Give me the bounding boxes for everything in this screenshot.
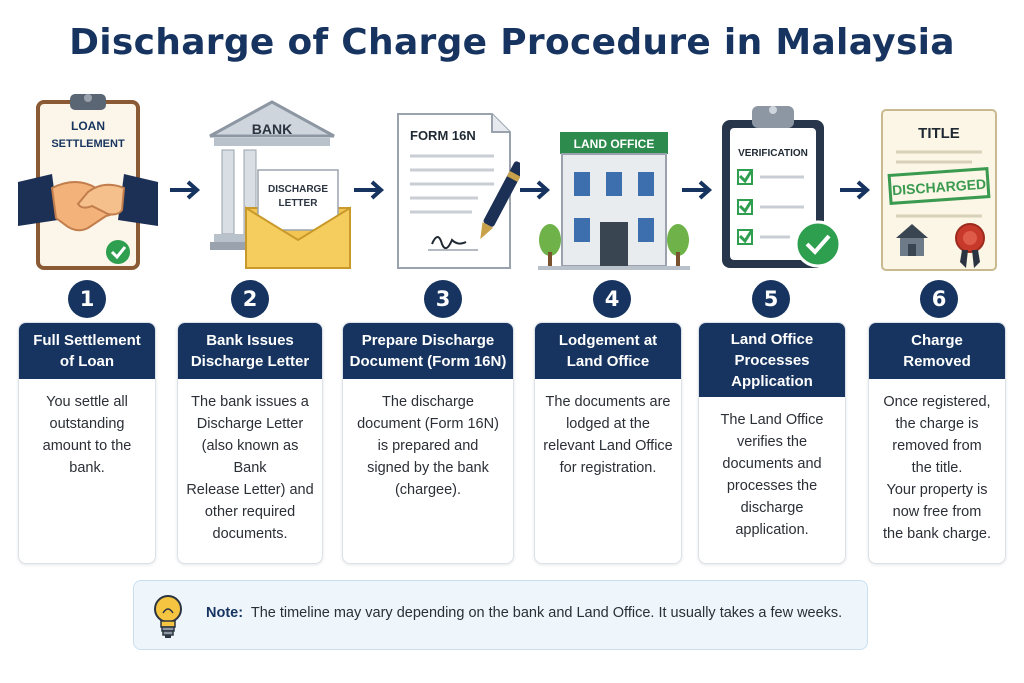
letter-label-line1: DISCHARGE [268, 184, 328, 195]
loan-settlement-handshake-icon: LOAN SETTLEMENT [18, 94, 158, 270]
step-4-number: 4 [593, 280, 631, 318]
step-2-heading: Bank Issues Discharge Letter [178, 323, 322, 379]
step-3-description: The discharge document (Form 16N) is pre… [357, 394, 499, 498]
arrow-right-icon [354, 180, 385, 200]
form-16n-document-icon: FORM 16N [397, 113, 520, 269]
step-6-heading: Charge Removed [869, 323, 1005, 379]
step-1-description: You settle all outstanding amount to the… [42, 394, 132, 476]
arrow-right-icon [840, 180, 871, 200]
step-2-card: Bank Issues Discharge Letter The bank is… [177, 322, 323, 564]
step-5-card: Land Office Processes Application The La… [698, 322, 846, 564]
step-1-heading: Full Settlement of Loan [19, 323, 155, 379]
bank-discharge-letter-icon: BANK DISCHARGE LETTER [209, 100, 351, 269]
step-4-heading: Lodgement at Land Office [535, 323, 681, 379]
step-5-description: The Land Office verifies the documents a… [720, 412, 824, 538]
step-3-number: 3 [424, 280, 462, 318]
step-2-number: 2 [231, 280, 269, 318]
note-label: Note: [206, 605, 244, 621]
step-2-description: The bank issues a Discharge Letter (also… [186, 394, 314, 542]
arrow-right-icon [520, 180, 551, 200]
step-6-number: 6 [920, 280, 958, 318]
verification-clipboard-icon: VERIFICATION [722, 106, 842, 268]
note-text-line: Note: The timeline may vary depending on… [206, 605, 842, 621]
lightbulb-icon [154, 595, 182, 638]
arrow-right-icon [170, 180, 201, 200]
page-title: Discharge of Charge Procedure in Malaysi… [69, 22, 955, 63]
arrow-right-icon [682, 180, 713, 200]
form-label: FORM 16N [410, 128, 476, 143]
loan-label-line2: SETTLEMENT [51, 138, 125, 150]
letter-label-line2: LETTER [279, 198, 319, 209]
step-3-heading: Prepare Discharge Document (Form 16N) [343, 323, 513, 379]
discharged-title-icon: TITLE DISCHARGED [881, 109, 997, 271]
step-5-number: 5 [752, 280, 790, 318]
loan-label-line1: LOAN [71, 119, 105, 133]
land-office-building-icon: LAND OFFICE [538, 132, 690, 270]
land-office-label: LAND OFFICE [574, 137, 655, 151]
stamp-label: DISCHARGED [892, 176, 987, 199]
note-box: Note: The timeline may vary depending on… [133, 580, 868, 650]
step-6-card: Charge Removed Once registered, the char… [868, 322, 1006, 564]
step-1-card: Full Settlement of Loan You settle all o… [18, 322, 156, 564]
title-label: TITLE [918, 125, 960, 142]
verification-label: VERIFICATION [738, 148, 808, 159]
step-4-description: The documents are lodged at the relevant… [543, 394, 673, 476]
step-5-heading: Land Office Processes Application [699, 323, 845, 397]
step-1-number: 1 [68, 280, 106, 318]
step-4-card: Lodgement at Land Office The documents a… [534, 322, 682, 564]
step-6-description: Once registered, the charge is removed f… [882, 394, 992, 542]
note-text: The timeline may vary depending on the b… [250, 605, 843, 621]
bank-label: BANK [252, 121, 292, 137]
step-3-card: Prepare Discharge Document (Form 16N) Th… [342, 322, 514, 564]
